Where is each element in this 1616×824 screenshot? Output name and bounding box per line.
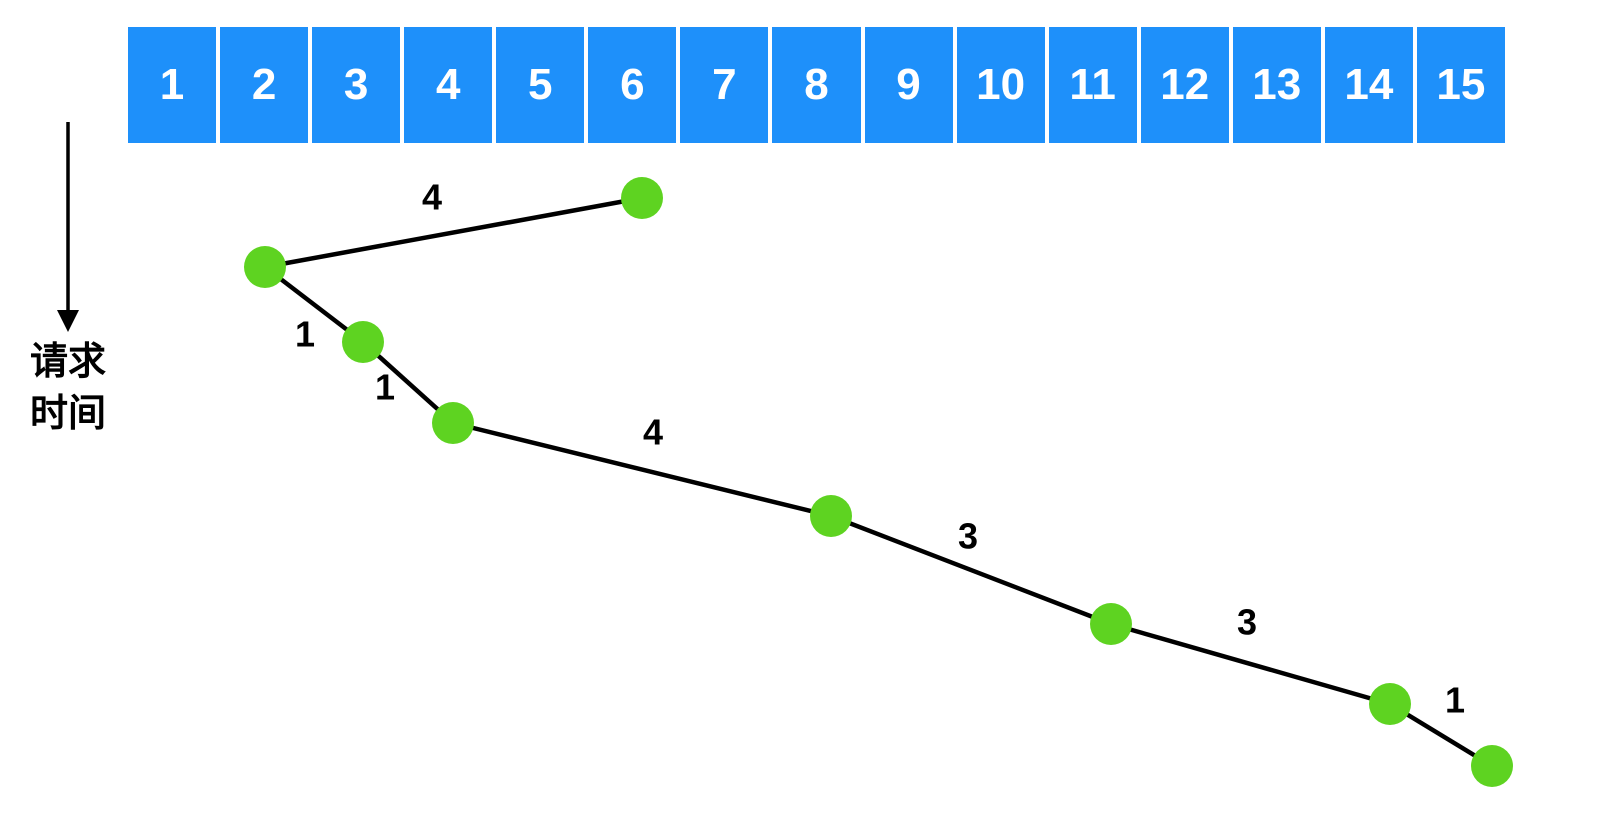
request-dot (342, 321, 384, 363)
seek-distance-label: 4 (422, 177, 442, 218)
track-cell: 10 (956, 27, 1045, 143)
seek-distance-label: 4 (643, 412, 663, 453)
request-dot (1090, 603, 1132, 645)
seek-distance-label: 3 (958, 516, 978, 557)
down-arrow-icon (57, 122, 79, 332)
track-cell: 4 (404, 27, 493, 143)
seek-distance-label: 1 (1445, 680, 1465, 721)
track-cell: 12 (1140, 27, 1229, 143)
track-cell: 14 (1324, 27, 1413, 143)
track-cell: 3 (312, 27, 401, 143)
track-cell: 11 (1048, 27, 1137, 143)
seek-edge (264, 195, 643, 270)
track-cell: 6 (588, 27, 677, 143)
axis-label-line: 时间 (29, 393, 106, 435)
seek-edge (1110, 621, 1391, 707)
request-dot (810, 495, 852, 537)
request-dot (244, 246, 286, 288)
seek-distance-label: 3 (1237, 602, 1257, 643)
seek-distance-label: 1 (295, 314, 315, 355)
track-cell: 2 (220, 27, 309, 143)
seek-edge (452, 420, 832, 519)
track-cell: 15 (1416, 27, 1505, 143)
track-cell: 1 (128, 27, 217, 143)
track-cell: 7 (680, 27, 769, 143)
seek-edge (830, 513, 1112, 627)
track-cell: 13 (1232, 27, 1321, 143)
request-dot (1369, 683, 1411, 725)
request-dot (1471, 745, 1513, 787)
request-dot (621, 177, 663, 219)
axis-label: 请求时间 (8, 336, 128, 440)
seek-distance-label: 1 (375, 367, 395, 408)
request-dot (432, 402, 474, 444)
track-cell: 8 (772, 27, 861, 143)
track-cell: 9 (864, 27, 953, 143)
axis-label-line: 请求 (29, 341, 106, 383)
track-cell: 5 (496, 27, 585, 143)
